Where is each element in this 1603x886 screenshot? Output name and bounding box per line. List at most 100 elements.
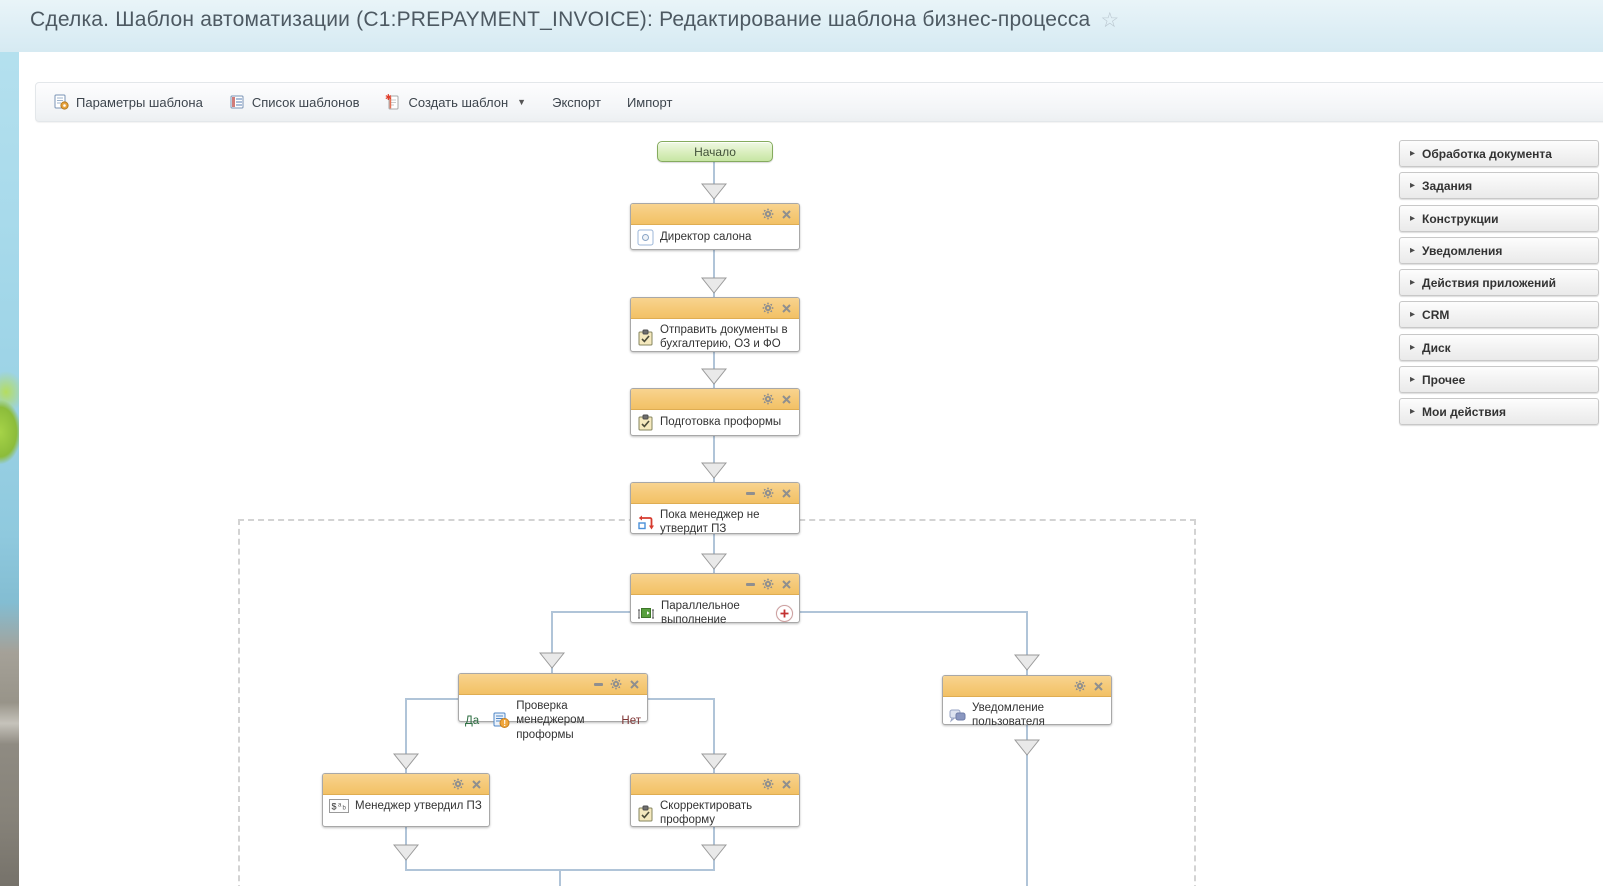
minimize-icon[interactable] [744, 487, 756, 499]
sidebar-item-notifications[interactable]: ▸ Уведомления [1399, 237, 1599, 264]
template-settings-button[interactable]: Параметры шаблона [40, 83, 216, 121]
activity-block-while-loop[interactable]: Пока менеджер не утвердит ПЗ [630, 482, 800, 536]
user-select-icon [637, 229, 654, 246]
sidebar-item-my-actions[interactable]: ▸ Мои действия [1399, 398, 1599, 425]
sidebar-item-document-processing[interactable]: ▸ Обработка документа [1399, 140, 1599, 167]
triangle-right-icon: ▸ [1410, 179, 1416, 191]
task-icon [637, 805, 654, 822]
arrow-down-icon [701, 368, 727, 385]
sidebar-item-constructions[interactable]: ▸ Конструкции [1399, 205, 1599, 232]
sidebar-item-disk[interactable]: ▸ Диск [1399, 334, 1599, 361]
sidebar-item-label: Мои действия [1422, 404, 1507, 419]
settings-gear-icon[interactable] [762, 778, 774, 790]
triangle-right-icon: ▸ [1410, 244, 1416, 256]
settings-gear-icon[interactable] [762, 578, 774, 590]
toolbar-label: Список шаблонов [251, 94, 360, 110]
svg-text:a: a [338, 803, 342, 809]
minimize-icon[interactable] [592, 678, 604, 690]
branch-label-no: Нет [621, 714, 641, 727]
sidebar-item-tasks[interactable]: ▸ Задания [1399, 172, 1599, 199]
start-node-label: Начало [694, 144, 736, 159]
import-button[interactable]: Импорт [614, 83, 685, 121]
connector-line [713, 162, 715, 203]
sidebar-item-app-actions[interactable]: ▸ Действия приложений [1399, 269, 1599, 296]
arrow-down-icon [701, 844, 727, 861]
create-template-button[interactable]: ✱ Создать шаблон ▼ [372, 83, 539, 121]
close-icon[interactable] [780, 487, 792, 499]
close-icon[interactable] [780, 208, 792, 220]
sidebar-item-label: Прочее [1422, 372, 1466, 387]
background-photo-strip [0, 52, 19, 886]
triangle-right-icon: ▸ [1410, 212, 1416, 224]
sidebar-item-crm[interactable]: ▸ CRM [1399, 301, 1599, 328]
svg-text:✱: ✱ [385, 94, 392, 102]
close-icon[interactable] [628, 678, 640, 690]
block-title: Пока менеджер не утвердит ПЗ [660, 509, 760, 536]
svg-text:!: ! [504, 719, 507, 728]
arrow-down-icon [539, 652, 565, 669]
arrow-down-icon [701, 553, 727, 570]
close-icon[interactable] [470, 778, 482, 790]
settings-gear-icon[interactable] [610, 678, 622, 690]
minimize-icon[interactable] [744, 578, 756, 590]
activity-block-director[interactable]: Директор салона [630, 203, 800, 250]
activity-block-correct[interactable]: Скорректировать проформу [630, 773, 800, 827]
content-panel [19, 52, 1603, 886]
triangle-right-icon: ▸ [1410, 147, 1416, 159]
activity-block-parallel[interactable]: Параллельное выполнение [630, 573, 800, 626]
connector-line [405, 698, 407, 773]
block-title: Параллельное выполнение [661, 600, 740, 627]
connector-line [713, 250, 715, 297]
connector-line [559, 869, 561, 886]
arrow-down-icon [1014, 739, 1040, 756]
arrow-down-icon [393, 753, 419, 770]
block-title: Проверка менеджером проформы [516, 700, 585, 741]
connector-line [648, 698, 714, 700]
star-outline-icon[interactable]: ☆ [1100, 9, 1120, 32]
connector-line [551, 611, 631, 613]
arrow-down-icon [701, 277, 727, 294]
toolbar-label: Параметры шаблона [76, 94, 203, 110]
settings-gear-icon[interactable] [762, 487, 774, 499]
activity-block-check[interactable]: Да ! Проверка менеджером проформы Нет [458, 673, 648, 741]
close-icon[interactable] [780, 302, 792, 314]
add-branch-icon[interactable] [776, 604, 793, 622]
connector-line [1026, 725, 1028, 886]
sidebar-item-label: Действия приложений [1422, 275, 1557, 290]
close-icon[interactable] [1092, 680, 1104, 692]
triangle-right-icon: ▸ [1410, 308, 1416, 320]
close-icon[interactable] [780, 578, 792, 590]
settings-gear-icon[interactable] [762, 302, 774, 314]
sidebar-item-label: Обработка документа [1422, 146, 1552, 161]
settings-gear-icon[interactable] [762, 208, 774, 220]
create-template-icon: ✱ [385, 94, 401, 110]
block-header [943, 676, 1111, 697]
settings-gear-icon[interactable] [1074, 680, 1086, 692]
block-title: Директор салона [660, 231, 752, 244]
task-icon [637, 329, 654, 346]
export-button[interactable]: Экспорт [539, 83, 614, 121]
block-header [631, 298, 799, 319]
chevron-down-icon: ▼ [517, 97, 527, 107]
settings-gear-icon[interactable] [452, 778, 464, 790]
sidebar-item-other[interactable]: ▸ Прочее [1399, 366, 1599, 393]
activity-block-send-docs[interactable]: Отправить документы в бухгалтерию, ОЗ и … [630, 297, 800, 352]
activity-block-prepare-proforma[interactable]: Подготовка проформы [630, 388, 800, 436]
start-node: Начало [657, 141, 773, 162]
toolbar-label: Создать шаблон [408, 94, 509, 110]
arrow-down-icon [393, 844, 419, 861]
close-icon[interactable] [780, 778, 792, 790]
arrow-down-icon [1014, 654, 1040, 671]
task-icon [637, 414, 654, 431]
triangle-right-icon: ▸ [1410, 276, 1416, 288]
svg-text:$: $ [332, 802, 337, 812]
settings-gear-icon[interactable] [762, 393, 774, 405]
activity-block-notify[interactable]: Уведомление пользователя [942, 675, 1112, 728]
background-top-band [0, 0, 1603, 52]
template-list-button[interactable]: Список шаблонов [216, 83, 373, 121]
toolbar-label: Импорт [626, 94, 673, 110]
close-icon[interactable] [780, 393, 792, 405]
triangle-right-icon: ▸ [1410, 341, 1416, 353]
